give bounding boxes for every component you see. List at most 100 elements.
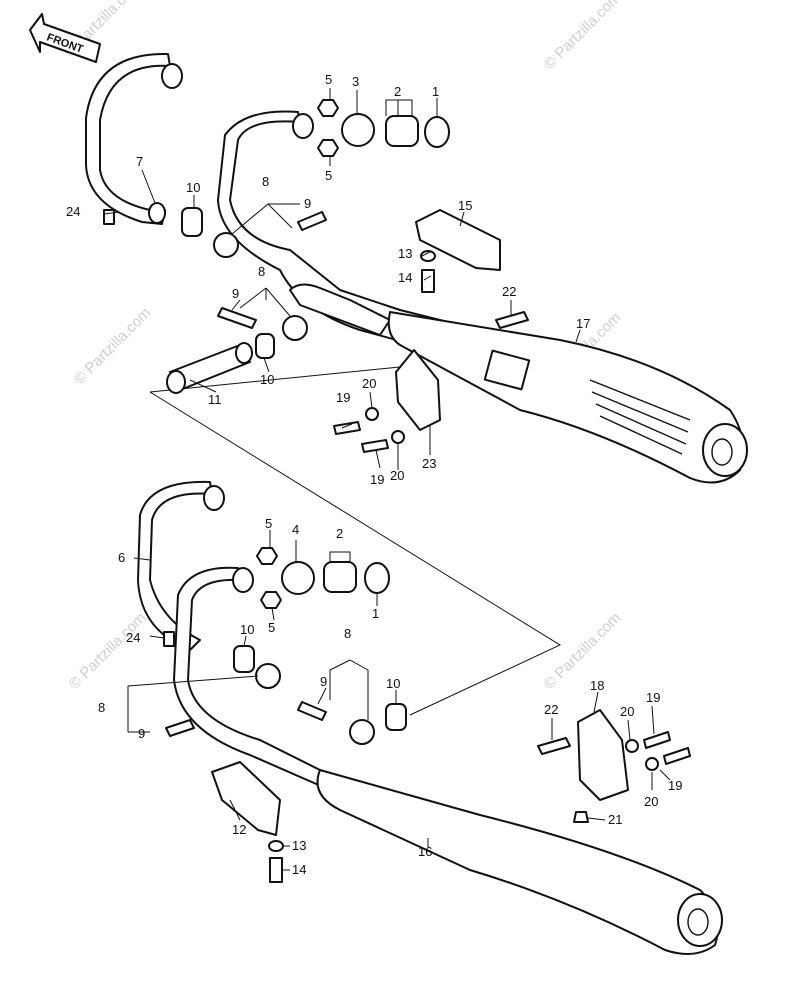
bolt-19 (643, 731, 671, 749)
gasket-1 (424, 116, 450, 148)
callout-label: 18 (590, 678, 604, 693)
callout-label: 15 (458, 198, 472, 213)
pipe-end (166, 370, 186, 394)
washer-20 (645, 757, 659, 771)
washer-20 (625, 739, 639, 753)
callout-label: 11 (208, 392, 222, 407)
bolt-24 (103, 209, 115, 225)
callout-label: 9 (138, 726, 145, 741)
clamp-8 (255, 663, 281, 689)
screw-14 (269, 857, 283, 883)
callout-label: 8 (98, 700, 105, 715)
exhaust-pipe-6 (137, 480, 213, 651)
callout-label: 13 (398, 246, 412, 261)
lower-exhaust-assembly (137, 480, 723, 955)
heat-shield-15 (415, 209, 501, 271)
washer-13 (268, 840, 284, 852)
callout-label: 12 (232, 822, 246, 837)
watermark-text: © Partzilla.com (541, 609, 624, 692)
callout-label: 23 (422, 456, 436, 471)
sleeve-2 (385, 115, 419, 147)
callout-label: 8 (262, 174, 269, 189)
callout-label: 14 (398, 270, 412, 285)
callout-label: 3 (352, 74, 359, 89)
watermark-text: © Partzilla.com (541, 0, 624, 73)
bracket-23 (395, 349, 441, 431)
collar-10 (255, 333, 275, 359)
callout-label: 1 (372, 606, 379, 621)
muffler-17 (387, 311, 745, 484)
callout-label: 8 (258, 264, 265, 279)
exhaust-pipe-7 (85, 52, 171, 225)
callout-label: 10 (386, 676, 400, 691)
callout-label: 20 (644, 794, 658, 809)
callout-label: 10 (186, 180, 200, 195)
nut-5 (317, 99, 339, 117)
callout-label: 24 (126, 630, 140, 645)
watermark-text: © Partzilla.com (66, 609, 149, 692)
muffler-outlet (702, 423, 748, 477)
callout-label: 19 (370, 472, 384, 487)
washer-20 (365, 407, 379, 421)
muffler-outlet (677, 893, 723, 947)
collar-10 (385, 703, 407, 731)
callout-label: 9 (232, 286, 239, 301)
callout-label: 2 (394, 84, 401, 99)
collar-10 (233, 645, 255, 673)
muffler-outlet-inner (711, 438, 733, 466)
callout-label: 4 (292, 522, 299, 537)
pipe-end (203, 485, 225, 511)
muffler-bracket (483, 349, 531, 391)
washer-13 (420, 250, 436, 262)
collar-10 (181, 207, 203, 237)
watermark-text: © Partzilla.com (71, 304, 154, 387)
callout-label: 5 (325, 72, 332, 87)
callout-label: 5 (265, 516, 272, 531)
callout-label: 5 (268, 620, 275, 635)
bolt-22 (537, 737, 571, 755)
callout-label: 17 (576, 316, 590, 331)
callout-label: 9 (320, 674, 327, 689)
clamp-8 (282, 315, 308, 341)
bolt-9 (297, 211, 327, 231)
callout-label: 16 (418, 844, 432, 859)
screw-14 (421, 269, 435, 293)
nut-5 (260, 591, 282, 609)
sleeve-2 (323, 561, 357, 593)
callout-label: 8 (344, 626, 351, 641)
callout-label: 24 (66, 204, 80, 219)
bracket-18 (577, 709, 629, 801)
pipe-end (148, 202, 166, 224)
bolt-19 (333, 421, 361, 435)
bolt-22 (495, 311, 529, 329)
callout-label: 19 (668, 778, 682, 793)
nut-21 (573, 811, 589, 823)
exhaust-pipe-8-lower (173, 566, 331, 791)
pipe-end (235, 342, 253, 364)
heat-shield-12 (211, 761, 281, 836)
callout-label: 5 (325, 168, 332, 183)
callout-label: 1 (432, 84, 439, 99)
callout-label: 19 (336, 390, 350, 405)
bolt-9 (297, 701, 327, 721)
gasket-1 (364, 562, 390, 594)
nut-5 (256, 547, 278, 565)
muffler-outlet-inner (687, 908, 709, 936)
washer-20 (391, 430, 405, 444)
bolt-24 (163, 631, 175, 647)
callout-label: 14 (292, 862, 306, 877)
flange-3 (341, 113, 375, 147)
callout-label: 20 (620, 704, 634, 719)
bolt-9 (217, 307, 257, 329)
callout-label: 9 (304, 196, 311, 211)
clamp-8 (213, 232, 239, 258)
callout-label: 19 (646, 690, 660, 705)
muffler-heat-shield (589, 379, 691, 455)
callout-label: 6 (118, 550, 125, 565)
callout-label: 21 (608, 812, 622, 827)
bolt-9 (165, 719, 195, 737)
muffler-16 (316, 769, 719, 955)
callout-label: 22 (544, 702, 558, 717)
